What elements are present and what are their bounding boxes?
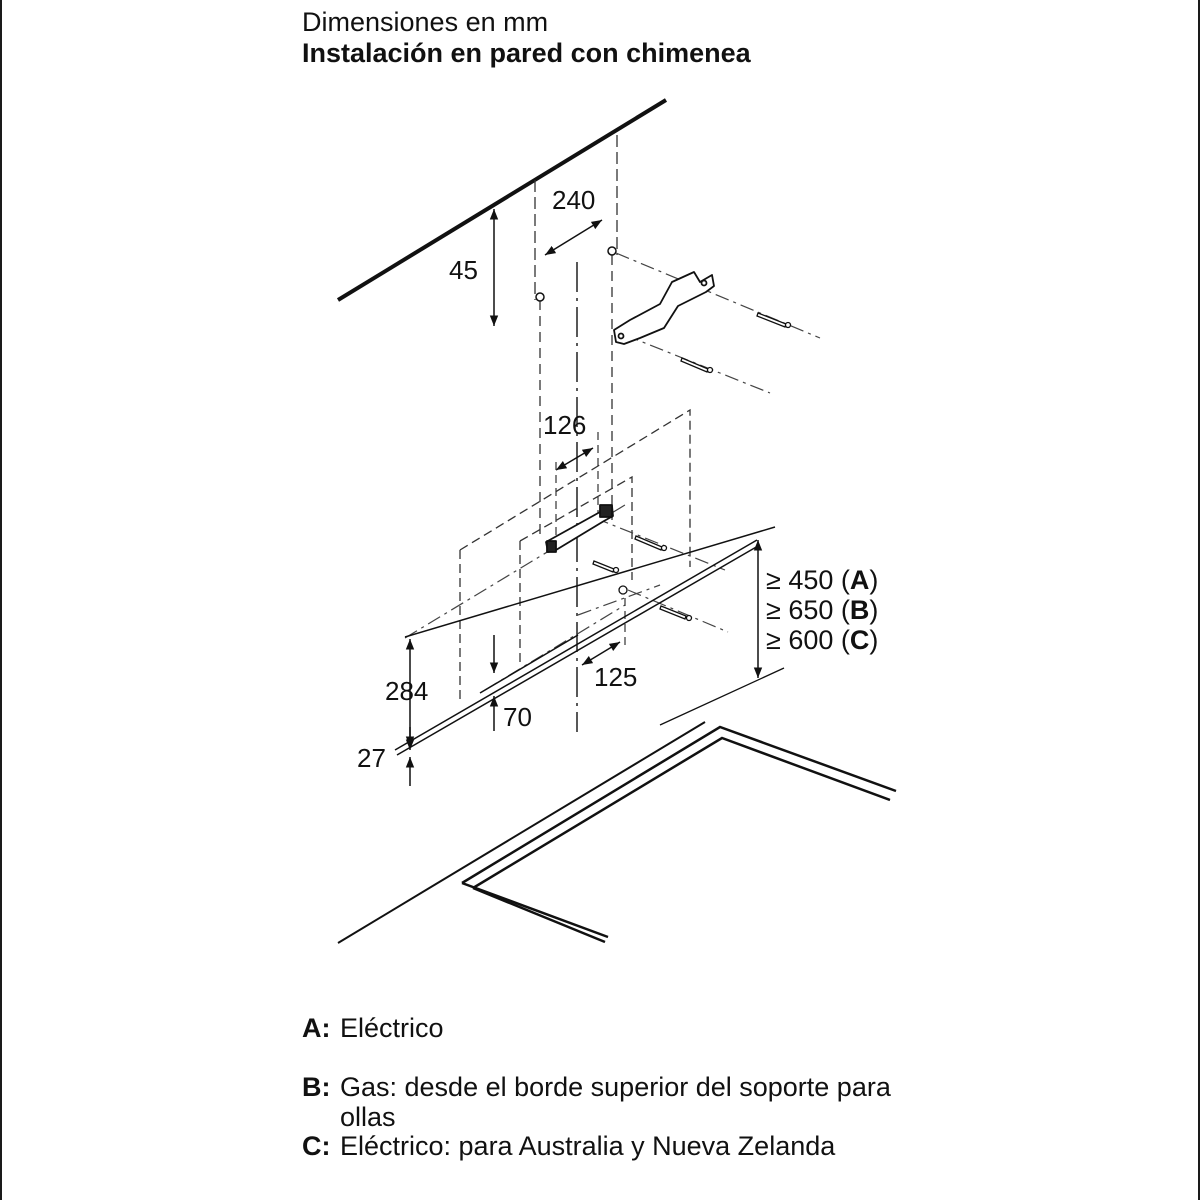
dimension-clearance (659, 540, 785, 726)
hood-bracket-lower (545, 504, 614, 553)
clearance-a: ≥ 450 (A) (766, 565, 878, 595)
chimney-bracket-upper (613, 271, 715, 345)
units-subtitle: Dimensiones en mm (302, 7, 549, 37)
frame-border-left (0, 0, 2, 1200)
dimension-284: 284 (385, 639, 428, 747)
hood-bottom-lines (394, 526, 776, 756)
upper-projection-lines (615, 252, 821, 394)
dimension-126-label: 126 (543, 410, 586, 440)
legend-b-key: B: (302, 1072, 331, 1102)
frame-border-right (1198, 0, 1200, 1200)
legend-c-key: C: (302, 1131, 331, 1161)
legend-c: C: Eléctrico: para Australia y Nueva Zel… (302, 1131, 900, 1161)
upper-drill-holes (535, 246, 617, 302)
legend-a-text: Eléctrico (340, 1013, 444, 1043)
dimension-125-label: 125 (594, 662, 637, 692)
clearance-b: ≥ 650 (B) (766, 595, 878, 625)
dimension-125: 125 (581, 598, 637, 692)
countertop-edge (337, 721, 706, 944)
ceiling-line (336, 98, 668, 302)
clearance-c: ≥ 600 (C) (766, 625, 878, 655)
dimension-27-label: 27 (357, 743, 386, 773)
legend-a: A: Eléctrico (302, 1013, 900, 1043)
upper-screws (680, 312, 792, 374)
dimension-45-label: 45 (449, 255, 478, 285)
clearance-list: ≥ 450 (A) ≥ 650 (B) ≥ 600 (C) (766, 565, 878, 655)
legend-a-key: A: (302, 1013, 331, 1043)
ceiling-guide-lines (534, 135, 618, 540)
dimension-284-label: 284 (385, 676, 428, 706)
installation-title: Instalación en pared con chimenea (302, 38, 751, 68)
cooktop (461, 725, 897, 944)
legend-b-text: Gas: desde el borde superior del soporte… (340, 1072, 891, 1132)
dimension-27: 27 (357, 727, 415, 786)
legend-b: B: Gas: desde el borde superior del sopo… (302, 1072, 900, 1132)
dimension-126: 126 (543, 410, 599, 542)
dimension-45: 45 (449, 209, 499, 326)
legend-c-text: Eléctrico: para Australia y Nueva Zeland… (340, 1131, 836, 1161)
dimension-240-label: 240 (552, 185, 595, 215)
dimension-70-label: 70 (503, 702, 532, 732)
dimension-70: 70 (489, 635, 532, 732)
dimension-240: 240 (544, 185, 603, 256)
lower-screws (592, 535, 693, 622)
